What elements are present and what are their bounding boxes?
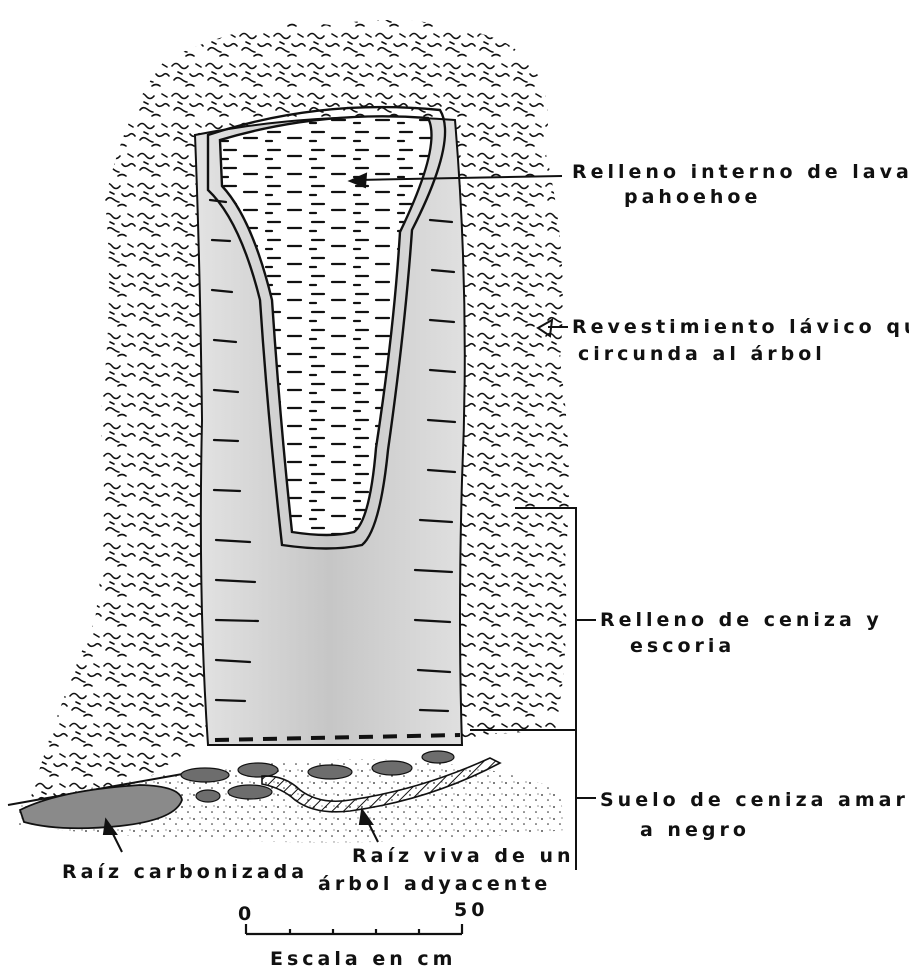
ash-fill-label-line2: escoria — [630, 635, 735, 657]
inner-fill-label-line2: pahoehoe — [624, 186, 761, 208]
inner-fill-label-line1: Relleno interno de lava — [572, 161, 909, 183]
live-root-label-line2: árbol adyacente — [318, 873, 551, 895]
charred-root-label: Raíz carbonizada — [62, 861, 308, 883]
coating-label-line2: circunda al árbol — [578, 343, 826, 365]
soil-label-line1: Suelo de ceniza amarilla — [600, 789, 909, 811]
scale-start-label: 0 — [238, 903, 255, 925]
soil-label-line2: a negro — [640, 819, 750, 841]
scale-bar — [246, 924, 462, 934]
live-root-label-line1: Raíz viva de un — [352, 845, 575, 867]
scale-end-label: 50 — [454, 899, 488, 921]
scale-caption: Escala en cm — [270, 948, 456, 970]
ash-fill-label-line1: Relleno de ceniza y — [600, 609, 883, 631]
coating-label-line1: Revestimiento lávico que — [572, 316, 909, 338]
